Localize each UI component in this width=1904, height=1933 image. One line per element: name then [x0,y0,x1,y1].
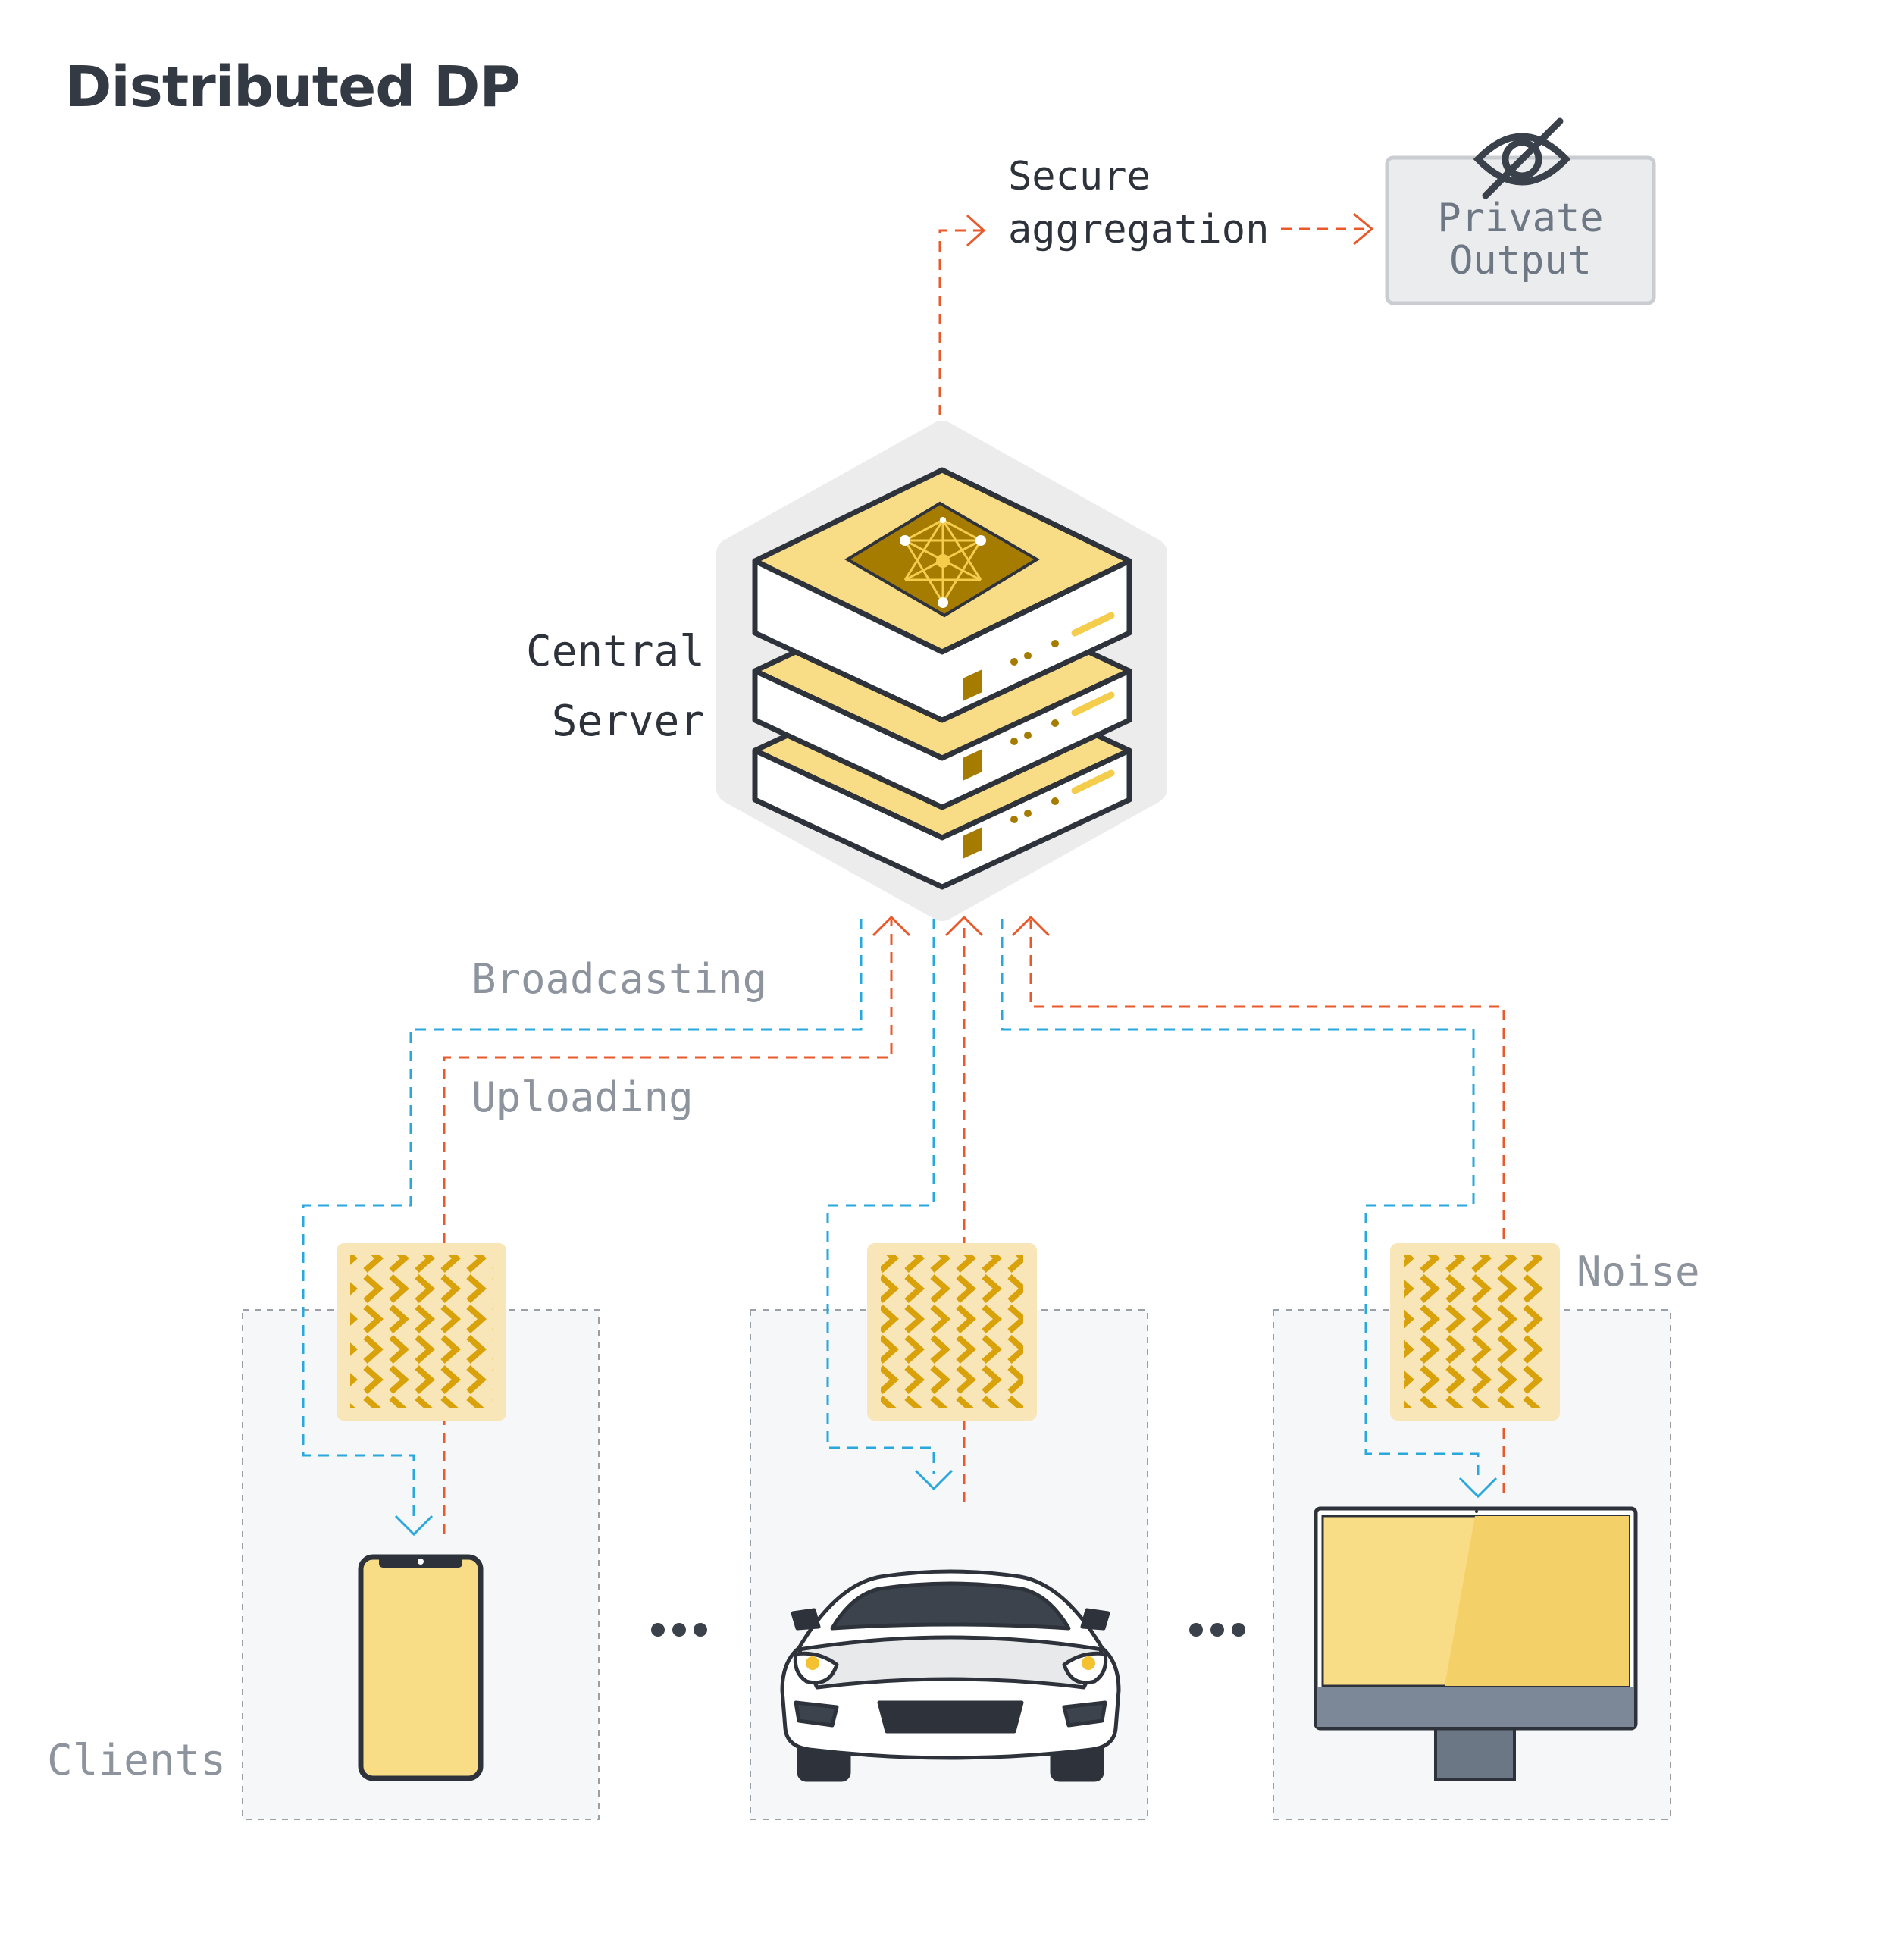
server-stack-icon [752,467,1132,890]
server-details [963,640,1059,859]
central-server-line-1: Central [525,627,705,676]
aggregation-arrow [938,212,1374,434]
private-output-line-1: Private [1437,196,1604,241]
noise-label: Noise [1577,1248,1700,1295]
page-title: Distributed DP [65,55,521,120]
noise-pattern-icon [337,1243,506,1421]
noise-pattern-icon [867,1243,1037,1421]
server-lights [1071,612,1115,794]
smartphone-icon [358,1554,484,1781]
car-headlights [806,1656,1095,1670]
private-output-line-2: Output [1449,238,1592,284]
secure-aggregation-line-2: aggregation [1008,207,1270,252]
clients-label: Clients [47,1736,227,1785]
broadcast-arrows [302,919,1498,1537]
desktop-monitor-icon [1314,1506,1638,1781]
ellipsis-icon [1189,1623,1245,1637]
ellipsis-icon [651,1623,707,1637]
secure-aggregation-line-1: Secure [1008,154,1151,199]
secure-aggregation-label: Secure aggregation [1008,150,1269,256]
car-icon [780,1569,1121,1782]
private-output-label: Private Output [1387,197,1654,282]
central-server-label: Central Server [424,617,705,757]
eye-slash-icon [1473,117,1571,199]
broadcasting-label: Broadcasting [471,955,768,1003]
uploading-label: Uploading [471,1073,694,1121]
noise-pattern-icon [1390,1243,1560,1421]
central-server-line-2: Server [551,697,705,746]
network-chip-icon [844,501,1040,618]
